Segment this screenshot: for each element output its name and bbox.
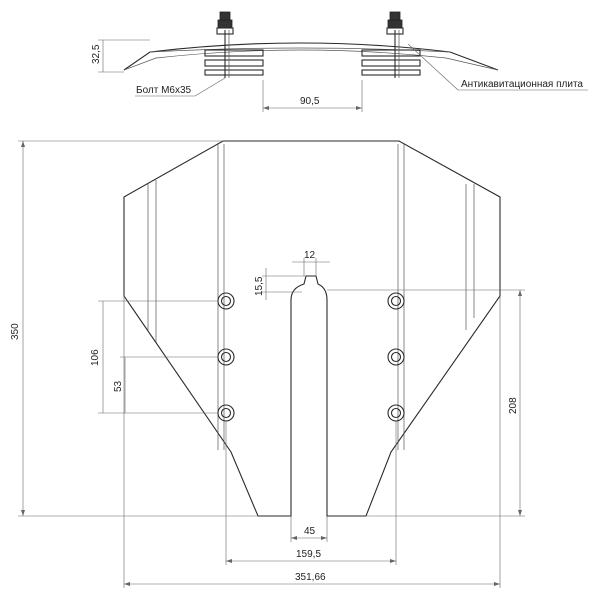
left-mount [204,11,264,78]
dim-spacing: 90,5 [300,96,320,107]
main-view: 350 12 15,5 106 53 208 45 [10,140,525,588]
mounting-holes [217,292,405,422]
dim-slot-tip: 15,5 [254,276,265,296]
dim-inner-width: 159,5 [296,549,321,560]
bolt-label: Болт М6х35 [136,85,192,96]
dim-overall-width: 351,66 [295,572,326,583]
right-mount [361,11,421,78]
plate-label: Антикавитационная плита [461,79,583,90]
dim-overall-height: 350 [10,323,21,340]
dim-height-top: 32,5 [91,44,102,64]
dim-right-height: 208 [508,397,519,414]
dim-hole-pitch: 53 [113,380,124,392]
top-view: 32,5 90,5 Болт М6х35 Антикавитационная п… [91,11,588,112]
dim-slot-bottom: 45 [304,526,316,537]
hydrofoil-outline [123,140,501,517]
plate-profile [123,42,499,71]
dim-slot-top: 12 [304,250,316,261]
dim-hole-span: 106 [90,349,101,366]
